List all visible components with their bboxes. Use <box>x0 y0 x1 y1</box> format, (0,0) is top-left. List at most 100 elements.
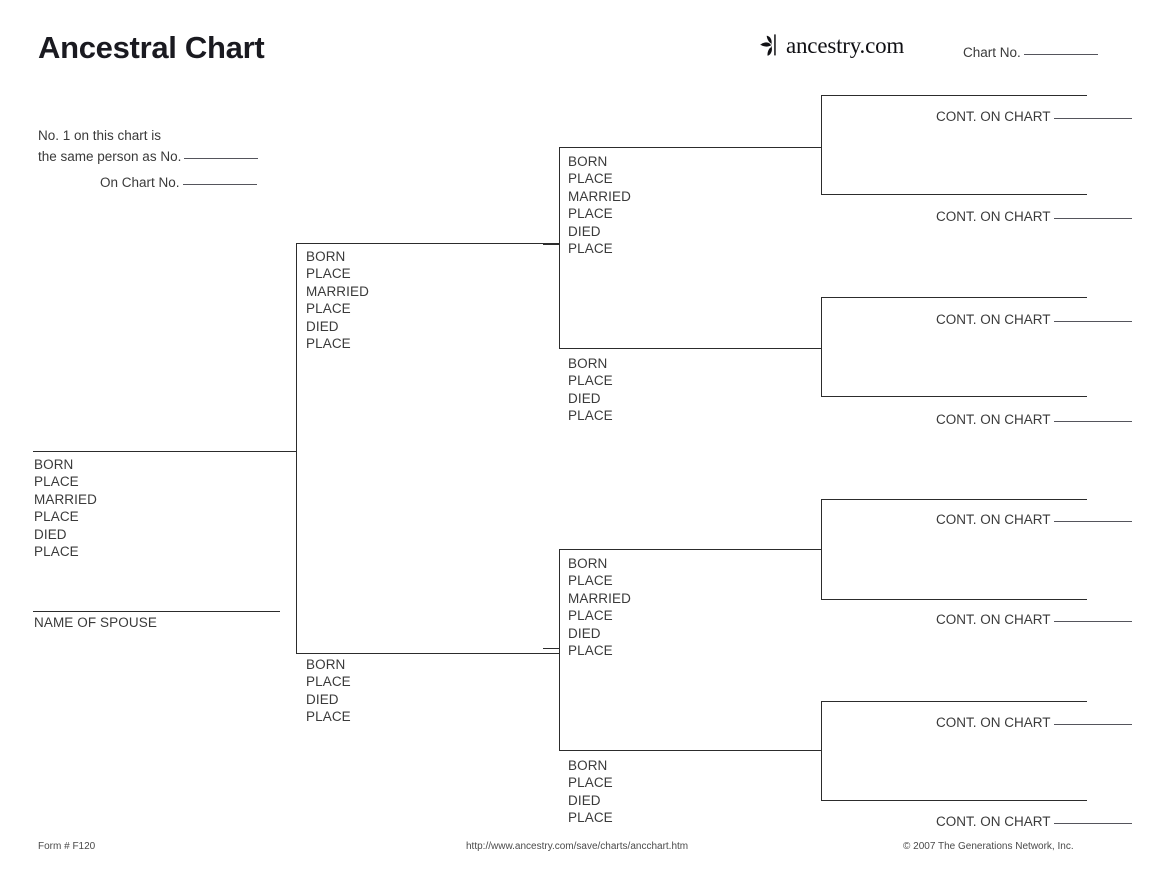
ancestry-leaf-icon <box>760 34 776 56</box>
gen4-slot3-cont-on-chart[interactable]: CONT. ON CHART <box>936 312 1132 327</box>
gen4-slot5-name-line[interactable] <box>821 499 1087 500</box>
person-field-place-born: PLACE <box>34 474 79 490</box>
gen4-slot3-name-line[interactable] <box>821 297 1087 298</box>
gen3-mgf-field-place-born: PLACE <box>568 573 613 589</box>
footer-form-number: Form # F120 <box>38 841 96 852</box>
gen4-slot7-cont-blank[interactable] <box>1053 724 1132 725</box>
gen4-slot6-cont-on-chart[interactable]: CONT. ON CHART <box>936 612 1132 627</box>
ancestry-brand-text: ancestry.com <box>786 32 905 58</box>
gen4-slot4-cont-label: CONT. ON CHART <box>936 412 1051 427</box>
gen2-mother-name-line[interactable] <box>296 653 559 654</box>
same-person-no-blank[interactable] <box>184 157 259 159</box>
gen4-slot8-cont-blank[interactable] <box>1053 823 1132 824</box>
chart-number-label: Chart No. <box>963 45 1021 60</box>
footer-url: http://www.ancestry.com/save/charts/ancc… <box>466 841 689 852</box>
person-field-born: BORN <box>34 457 74 472</box>
footer-copyright: © 2007 The Generations Network, Inc. <box>903 841 1074 852</box>
gen3-mgm-field-died: DIED <box>568 792 601 808</box>
gen4-slot7-cont-label: CONT. ON CHART <box>936 715 1051 730</box>
gen2-father-name-line[interactable] <box>296 243 559 244</box>
gen4-slot7-name-line[interactable] <box>821 701 1087 702</box>
gen3-pgf-field-married: MARRIED <box>568 188 631 204</box>
gen3-pgm-field-place-died: PLACE <box>568 408 613 424</box>
gen2-father-field-died: DIED <box>306 318 339 334</box>
on-chart-number-label: On Chart No. <box>100 175 180 190</box>
gen4-slot1-name-line[interactable] <box>821 95 1087 96</box>
same-person-line1: No. 1 on this chart is <box>38 128 162 143</box>
gen4-slot4-cont-blank[interactable] <box>1053 421 1132 422</box>
gen4-group2-bracket-vertical <box>821 297 822 396</box>
connector-gen3-pgm-to-gen4 <box>805 348 822 349</box>
gen3-paternal-bracket-vertical <box>559 147 560 348</box>
gen3-mgf-field-place-died: PLACE <box>568 643 613 659</box>
gen4-slot4-name-line[interactable] <box>821 396 1087 397</box>
gen4-slot6-cont-blank[interactable] <box>1053 621 1132 622</box>
connector-gen2-mother-to-gen3 <box>543 648 560 649</box>
person-name-line[interactable] <box>33 451 296 452</box>
gen3-pgf-field-place-born: PLACE <box>568 171 613 187</box>
gen3-maternal-grandfather-name-line[interactable] <box>559 549 821 550</box>
ancestry-brand-logo: ancestry.com <box>758 31 904 59</box>
gen3-mgm-field-place-died: PLACE <box>568 810 613 826</box>
gen2-bracket-vertical <box>296 243 297 653</box>
gen4-slot4-cont-on-chart[interactable]: CONT. ON CHART <box>936 412 1132 427</box>
gen3-mgf-field-married: MARRIED <box>568 590 631 606</box>
gen2-father-field-place-married: PLACE <box>306 301 351 317</box>
gen4-slot3-cont-label: CONT. ON CHART <box>936 312 1051 327</box>
gen4-slot2-cont-blank[interactable] <box>1053 218 1132 219</box>
connector-gen3-mgm-to-gen4 <box>805 750 822 751</box>
gen4-slot2-cont-on-chart[interactable]: CONT. ON CHART <box>936 209 1132 224</box>
on-chart-number-blank[interactable] <box>182 184 257 185</box>
gen3-pgf-field-place-married: PLACE <box>568 206 613 222</box>
gen2-father-field-married: MARRIED <box>306 283 369 299</box>
person-field-place-died: PLACE <box>34 544 79 560</box>
gen2-mother-field-died: DIED <box>306 691 339 707</box>
same-person-line2-wrap: the same person as No. <box>38 147 259 168</box>
person-fields: BORN PLACE MARRIED PLACE DIED PLACE <box>34 456 97 560</box>
gen4-slot5-cont-on-chart[interactable]: CONT. ON CHART <box>936 512 1132 527</box>
gen3-paternal-grandfather-name-line[interactable] <box>559 147 821 148</box>
spouse-label: NAME OF SPOUSE <box>34 614 157 631</box>
gen4-slot5-cont-blank[interactable] <box>1053 521 1132 522</box>
gen3-maternal-grandmother-name-line[interactable] <box>559 750 821 751</box>
gen4-slot1-cont-on-chart[interactable]: CONT. ON CHART <box>936 109 1132 124</box>
gen4-slot8-cont-on-chart[interactable]: CONT. ON CHART <box>936 814 1132 829</box>
person-field-died: DIED <box>34 526 67 542</box>
spouse-name-line[interactable] <box>33 611 280 612</box>
gen3-paternal-grandmother-name-line[interactable] <box>559 348 821 349</box>
gen3-pgm-field-place-born: PLACE <box>568 373 613 389</box>
gen2-mother-fields: BORN PLACE DIED PLACE <box>306 656 351 726</box>
connector-gen3-pgf-to-gen4 <box>805 147 822 148</box>
gen4-slot6-name-line[interactable] <box>821 599 1087 600</box>
gen4-slot3-cont-blank[interactable] <box>1053 321 1132 322</box>
gen4-slot8-cont-label: CONT. ON CHART <box>936 814 1051 829</box>
on-chart-number-field[interactable]: On Chart No. <box>100 175 257 190</box>
connector-person-to-gen2 <box>280 451 297 452</box>
gen2-mother-field-born: BORN <box>306 657 346 672</box>
gen2-father-field-born: BORN <box>306 249 346 264</box>
gen3-paternal-grandmother-fields: BORN PLACE DIED PLACE <box>568 355 613 425</box>
gen4-slot6-cont-label: CONT. ON CHART <box>936 612 1051 627</box>
same-person-line2: the same person as No. <box>38 148 182 164</box>
gen4-slot1-cont-blank[interactable] <box>1053 118 1132 119</box>
gen3-mgf-field-died: DIED <box>568 625 601 641</box>
gen4-slot1-cont-label: CONT. ON CHART <box>936 109 1051 124</box>
gen3-mgf-field-place-married: PLACE <box>568 608 613 624</box>
gen4-slot8-name-line[interactable] <box>821 800 1087 801</box>
gen2-father-field-place-died: PLACE <box>306 336 351 352</box>
chart-number-blank[interactable] <box>1023 54 1098 55</box>
person-field-married: MARRIED <box>34 491 97 507</box>
gen4-slot2-name-line[interactable] <box>821 194 1087 195</box>
gen2-father-field-place-born: PLACE <box>306 266 351 282</box>
gen4-slot2-cont-label: CONT. ON CHART <box>936 209 1051 224</box>
chart-number-field[interactable]: Chart No. <box>963 45 1098 60</box>
gen3-maternal-grandmother-fields: BORN PLACE DIED PLACE <box>568 757 613 827</box>
gen4-slot7-cont-on-chart[interactable]: CONT. ON CHART <box>936 715 1132 730</box>
gen3-pgm-field-died: DIED <box>568 390 601 406</box>
same-person-note: No. 1 on this chart is the same person a… <box>38 126 259 168</box>
person-field-place-married: PLACE <box>34 509 79 525</box>
gen4-group1-bracket-vertical <box>821 95 822 194</box>
gen3-pgm-field-born: BORN <box>568 356 608 371</box>
connector-gen2-father-to-gen3 <box>543 244 560 245</box>
